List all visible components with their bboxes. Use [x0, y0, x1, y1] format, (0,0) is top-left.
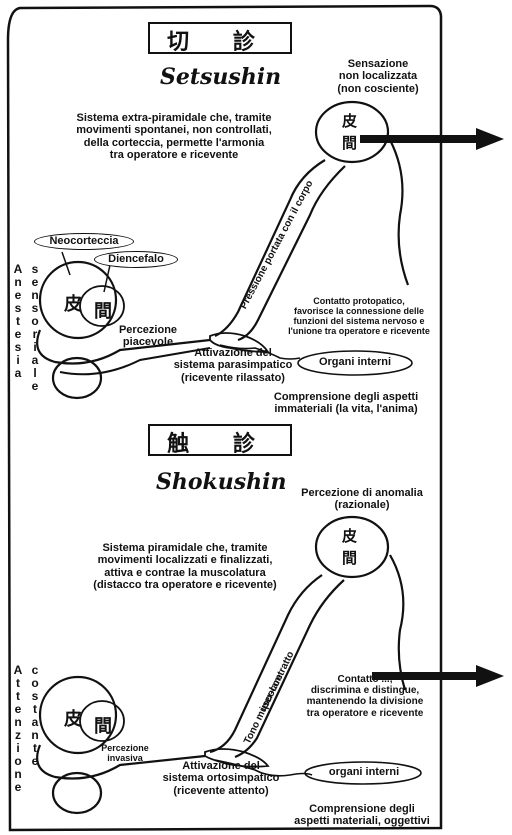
top-contact: Contatto protopatico, favorisce la conne…: [270, 296, 448, 336]
bottom-left-vertical-1: A t t e n z i o n e: [11, 664, 25, 794]
top-patient-kanji-2: 間: [94, 297, 112, 323]
bottom-patient-kanji-2: 間: [94, 712, 112, 738]
bottom-perception-anomaly: Percezione di anomalia (razionale): [286, 487, 438, 512]
bottom-head-kanji-1: 皮: [342, 525, 357, 546]
top-left-vertical-2: s e n s o r i a l e: [28, 263, 42, 393]
bottom-title: Shokushin: [156, 469, 287, 495]
top-head-kanji-2: 間: [342, 132, 357, 153]
top-body-outline: [390, 140, 408, 285]
top-patient-kanji-1: 皮: [64, 290, 82, 316]
top-left-vertical-1: A n e s t e s i a: [11, 263, 25, 380]
top-neocortex-label: Neocorteccia: [34, 233, 134, 250]
bottom-body-outline: [390, 555, 405, 690]
bottom-description: Sistema piramidale che, tramite moviment…: [60, 542, 310, 591]
top-activation: Attivazione del sistema parasimpatico (r…: [164, 347, 302, 384]
bottom-arrow-head: [476, 665, 504, 687]
top-head-kanji-1: 皮: [342, 110, 357, 131]
bottom-arm: [210, 575, 322, 752]
top-title: Setsushin: [160, 64, 281, 90]
bottom-head-kanji-2: 間: [342, 547, 357, 568]
bottom-contact: Contatto ..., discrimina e distingue, ma…: [290, 674, 440, 719]
bottom-comprehension: Comprensione degli aspetti materiali, og…: [286, 803, 438, 828]
top-organs: Organi interni: [298, 356, 412, 368]
bottom-left-vertical-2: c o s t a n t e: [28, 664, 42, 768]
top-sensation: Sensazione non localizzata (non coscient…: [318, 58, 438, 95]
top-description: Sistema extra-piramidale che, tramite mo…: [44, 112, 304, 161]
bottom-activation: Attivazione del sistema ortosimpatico (r…: [150, 760, 292, 797]
bottom-kanji-title: 触 診: [148, 424, 292, 456]
top-arrow-head: [476, 128, 504, 150]
top-perception: Percezione piacevole: [108, 324, 188, 349]
bottom-patient-kanji-1: 皮: [64, 705, 82, 731]
bottom-organs: organi interni: [307, 766, 421, 778]
top-kanji-title: 切 診: [148, 22, 292, 54]
top-diencephalon-label: Diencefalo: [94, 251, 178, 268]
top-comprehension: Comprensione degli aspetti immateriali (…: [254, 391, 438, 416]
